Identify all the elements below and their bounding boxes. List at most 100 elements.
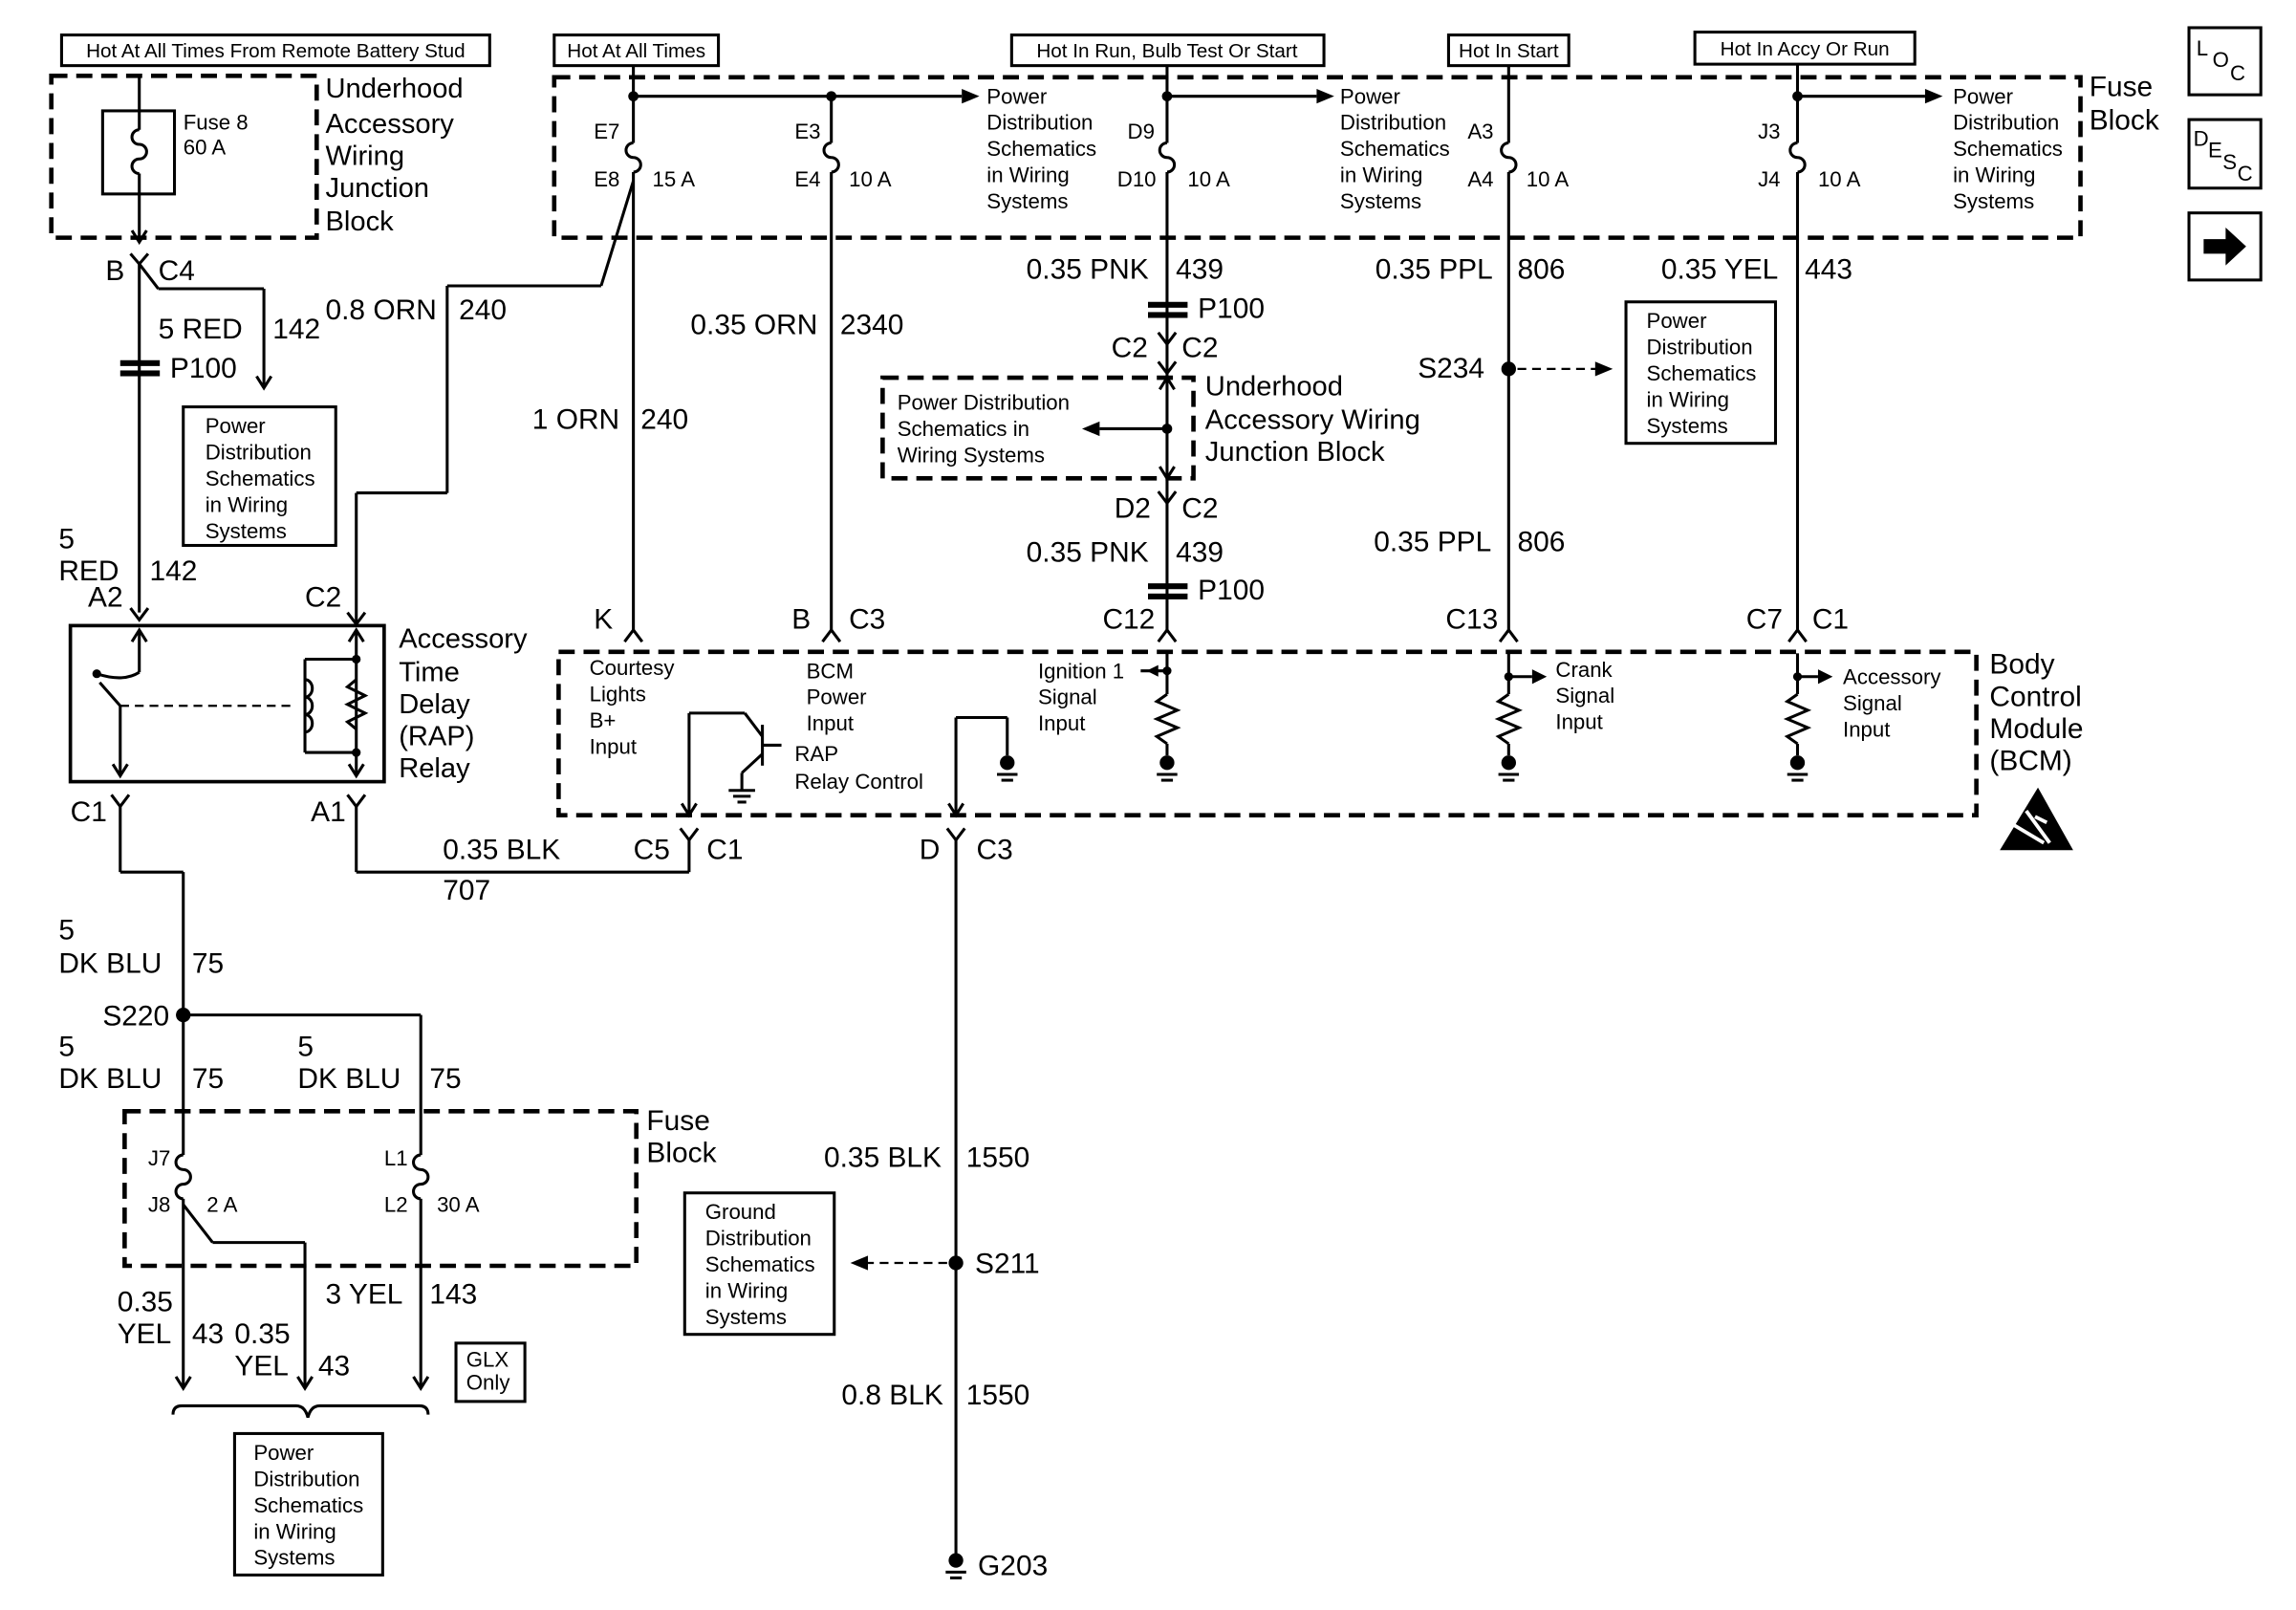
svg-text:Systems: Systems	[253, 1546, 335, 1570]
svg-text:RAP: RAP	[794, 742, 838, 766]
svg-text:in Wiring: in Wiring	[986, 163, 1069, 187]
svg-text:B: B	[105, 255, 124, 287]
desc-button[interactable]: D E S C	[2187, 118, 2263, 190]
svg-text:Schematics in: Schematics in	[898, 417, 1029, 441]
svg-text:240: 240	[459, 294, 507, 326]
pds-box: Power Distribution Schematics in Wiring …	[182, 405, 337, 548]
svg-text:E8: E8	[594, 167, 619, 191]
svg-text:E3: E3	[794, 120, 820, 143]
svg-text:D9: D9	[1128, 120, 1155, 143]
svg-text:806: 806	[1518, 527, 1566, 558]
svg-text:K: K	[594, 604, 613, 636]
svg-text:C2: C2	[1181, 493, 1218, 525]
svg-text:in Wiring: in Wiring	[1340, 163, 1422, 187]
svg-text:J3: J3	[1758, 120, 1780, 143]
svg-text:Ignition 1: Ignition 1	[1038, 659, 1124, 683]
right-arrow-icon	[2203, 227, 2246, 266]
svg-text:142: 142	[149, 555, 197, 587]
svg-text:B+: B+	[590, 708, 617, 732]
svg-text:Lights: Lights	[590, 683, 646, 707]
svg-text:C3: C3	[849, 604, 885, 636]
svg-text:75: 75	[192, 947, 224, 979]
svg-text:0.35 BLK: 0.35 BLK	[443, 835, 560, 866]
svg-text:Fuse: Fuse	[646, 1105, 709, 1137]
header-remote-battery: Hot At All Times From Remote Battery Stu…	[86, 40, 466, 62]
svg-text:C: C	[2230, 61, 2245, 85]
svg-text:C13: C13	[1445, 604, 1498, 636]
svg-text:0.35 PNK: 0.35 PNK	[1027, 253, 1149, 285]
svg-text:Fuse 8: Fuse 8	[184, 111, 249, 135]
svg-text:A2: A2	[88, 582, 123, 614]
wires	[138, 171, 1800, 630]
svg-text:A1: A1	[311, 796, 346, 828]
svg-text:in Wiring: in Wiring	[253, 1519, 336, 1543]
svg-text:Time: Time	[399, 657, 460, 687]
svg-text:L2: L2	[384, 1193, 408, 1217]
glx-only-note: GLX Only	[454, 1341, 527, 1403]
svg-text:P100: P100	[1198, 575, 1265, 606]
next-button[interactable]	[2187, 211, 2263, 282]
svg-text:Schematics: Schematics	[705, 1252, 815, 1276]
ground-circuit-1550: 0.35 BLK 1550 S211 Ground Distribution S…	[682, 839, 1048, 1581]
diode-resistor-symbol	[344, 678, 369, 730]
svg-text:439: 439	[1176, 536, 1224, 568]
svg-text:Body: Body	[1989, 649, 2054, 681]
svg-text:RED: RED	[58, 555, 119, 587]
bottom-wire-labels: 0.35 YEL 43 0.35 YEL 43 3 YEL 143	[118, 1279, 478, 1382]
svg-text:Accessory: Accessory	[1843, 664, 1941, 688]
svg-text:0.35 PPL: 0.35 PPL	[1375, 253, 1493, 285]
svg-text:Distribution: Distribution	[1340, 111, 1446, 135]
svg-text:707: 707	[443, 875, 490, 906]
p100-connector: P100	[1148, 575, 1265, 606]
svg-text:in Wiring: in Wiring	[1953, 163, 2035, 187]
svg-text:D10: D10	[1117, 167, 1157, 191]
svg-text:0.35 PNK: 0.35 PNK	[1027, 536, 1149, 568]
svg-text:YEL: YEL	[234, 1350, 289, 1382]
svg-text:C1: C1	[706, 835, 743, 866]
svg-text:142: 142	[272, 314, 320, 345]
svg-text:Fuse: Fuse	[2090, 72, 2153, 103]
svg-text:Relay Control: Relay Control	[794, 770, 923, 794]
svg-text:439: 439	[1176, 253, 1224, 285]
svg-text:in Wiring: in Wiring	[1647, 388, 1729, 412]
svg-text:Block: Block	[326, 207, 395, 237]
power-headers: Hot At All Times From Remote Battery Stu…	[59, 31, 1917, 68]
svg-text:Junction Block: Junction Block	[1205, 437, 1385, 468]
svg-text:J4: J4	[1758, 167, 1780, 191]
svg-text:0.8 BLK: 0.8 BLK	[841, 1380, 942, 1411]
svg-text:O: O	[2213, 48, 2229, 72]
svg-text:A3: A3	[1467, 120, 1493, 143]
svg-text:10 A: 10 A	[849, 167, 892, 191]
svg-text:Signal: Signal	[1038, 685, 1097, 709]
svg-text:C2: C2	[1112, 333, 1148, 364]
svg-text:2 A: 2 A	[206, 1193, 237, 1217]
svg-text:Distribution: Distribution	[1647, 336, 1753, 359]
svg-text:0.35 YEL: 0.35 YEL	[1661, 253, 1778, 285]
svg-text:(RAP): (RAP)	[399, 722, 474, 752]
svg-text:E7: E7	[594, 120, 619, 143]
svg-text:0.35: 0.35	[118, 1286, 173, 1317]
svg-text:Signal: Signal	[1555, 684, 1614, 707]
svg-text:G203: G203	[978, 1550, 1048, 1581]
svg-text:DK BLU: DK BLU	[58, 947, 162, 979]
svg-text:443: 443	[1805, 253, 1852, 285]
svg-text:Input: Input	[807, 711, 854, 735]
svg-text:Schematics: Schematics	[253, 1493, 363, 1517]
svg-text:0.8 ORN: 0.8 ORN	[326, 294, 437, 326]
svg-text:Block: Block	[2090, 105, 2159, 137]
svg-text:in Wiring: in Wiring	[206, 492, 288, 516]
svg-text:J7: J7	[148, 1146, 170, 1170]
svg-text:10 A: 10 A	[1187, 167, 1230, 191]
svg-text:Accessory: Accessory	[326, 109, 455, 140]
pds-label: Power Distribution Schematics in Wiring …	[1953, 84, 2063, 213]
svg-text:Schematics: Schematics	[986, 137, 1096, 161]
svg-text:Systems: Systems	[986, 189, 1068, 213]
svg-text:Input: Input	[1038, 711, 1085, 735]
svg-text:5: 5	[58, 914, 75, 946]
svg-text:Power: Power	[1340, 84, 1401, 108]
svg-text:A4: A4	[1467, 167, 1493, 191]
loc-button[interactable]: L O C	[2187, 26, 2263, 97]
svg-text:Power: Power	[206, 414, 267, 438]
svg-text:60 A: 60 A	[184, 136, 227, 160]
svg-text:Systems: Systems	[1340, 189, 1421, 213]
